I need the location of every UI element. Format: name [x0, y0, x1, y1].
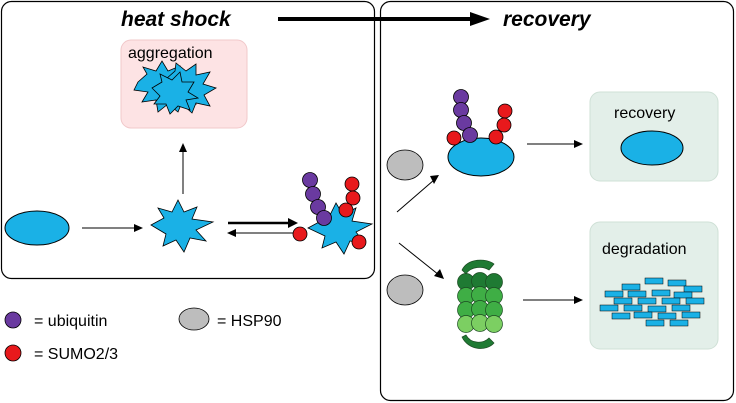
- aggregate-cluster: [133, 60, 217, 115]
- ubiquitin-legend-label: = ubiquitin: [34, 313, 107, 330]
- hsp90-lower: [386, 274, 424, 306]
- recovery-title: recovery: [503, 8, 592, 31]
- ubiquitin-chain: [302, 172, 332, 226]
- degradation-box-label: degradation: [602, 241, 687, 258]
- arrow-unfolding: [82, 224, 143, 232]
- modified-unfolded-protein: [292, 172, 374, 255]
- unfolded-protein: [150, 199, 215, 253]
- hsp90-upper: [386, 149, 424, 181]
- arrow-to-proteasome: [398, 242, 444, 279]
- hsp90-legend-icon: [178, 307, 210, 331]
- sumo-legend-label: = SUMO2/3: [34, 346, 118, 363]
- heat-shock-panel: [0, 0, 376, 280]
- aggregation-label: aggregation: [128, 45, 213, 62]
- arrow-to-refolding: [396, 175, 439, 213]
- phase-arrow: [278, 12, 490, 26]
- ubiquitin-legend-icon: [4, 311, 22, 329]
- refolded-modified-protein: [446, 89, 515, 177]
- sumo-legend-icon: [4, 344, 22, 362]
- equilibrium-arrows: [227, 218, 298, 237]
- native-protein: [4, 210, 70, 246]
- ubiquitin-chain: [453, 89, 478, 143]
- heat-shock-title: heat shock: [121, 8, 232, 31]
- proteasome: [457, 259, 503, 349]
- hsp90-legend-label: = HSP90: [217, 313, 282, 330]
- sumo-chain: [292, 176, 367, 250]
- arrow-to-aggregation: [179, 143, 187, 194]
- arrow-to-degradation: [523, 296, 583, 304]
- recovered-protein: [620, 130, 684, 166]
- sumo-chain: [446, 103, 513, 146]
- recovery-box-label: recovery: [614, 105, 675, 122]
- arrow-to-recovery: [527, 140, 583, 148]
- peptide-fragments: [599, 277, 705, 327]
